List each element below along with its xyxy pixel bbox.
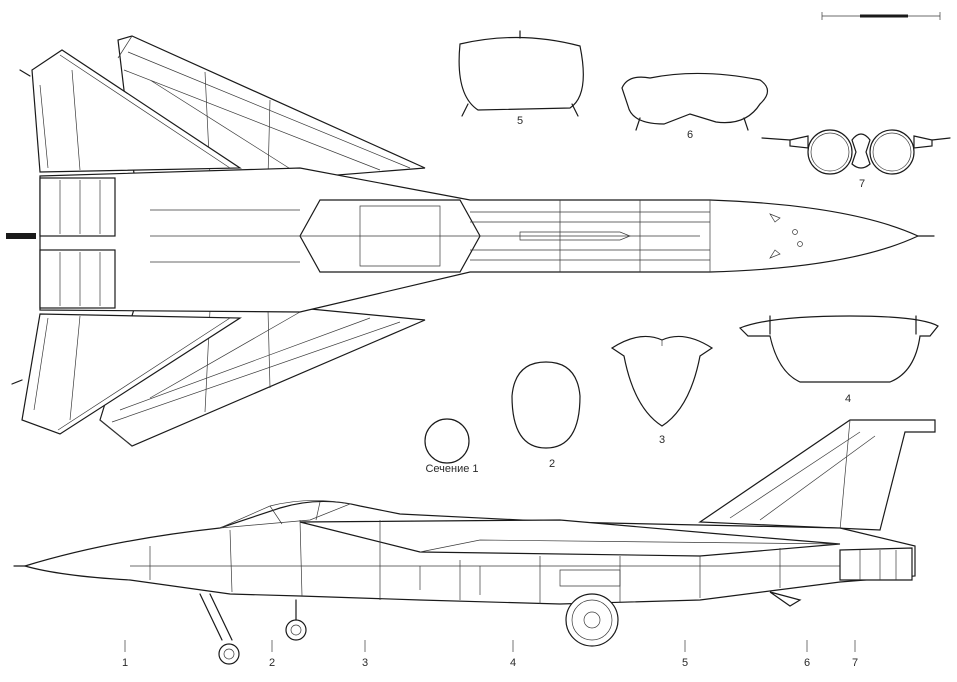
station-1-label: 1 (122, 657, 128, 669)
section-5-label: 5 (517, 115, 523, 127)
scale-bar (821, 12, 941, 20)
station-markers (124, 640, 856, 652)
station-7-label: 7 (852, 657, 858, 669)
station-3-label: 3 (362, 657, 368, 669)
station-5-label: 5 (682, 657, 688, 669)
section-6-label: 6 (687, 129, 693, 141)
section-7-label: 7 (859, 178, 865, 190)
section-2-label: 2 (549, 458, 555, 470)
section-7 (761, 129, 951, 175)
station-6-label: 6 (804, 657, 810, 669)
section-3-label: 3 (659, 434, 665, 446)
section-4-label: 4 (845, 393, 851, 405)
station-2-label: 2 (269, 657, 275, 669)
section-4 (738, 315, 939, 383)
plan-upper-stabilizer (31, 49, 242, 173)
section-3 (610, 335, 714, 427)
section-1 (424, 418, 470, 464)
section-1-label: Сечение 1 (425, 463, 478, 475)
side-vertical-tail (698, 419, 936, 531)
plan-view (6, 35, 935, 447)
side-view (13, 419, 936, 665)
section-6 (621, 72, 769, 131)
station-4-label: 4 (510, 657, 516, 669)
nose-gear (199, 593, 307, 665)
main-gear (565, 593, 619, 647)
plan-lower-stabilizer (21, 313, 242, 435)
plan-fuselage (39, 167, 920, 313)
section-5 (458, 30, 584, 117)
section-2 (511, 361, 581, 449)
